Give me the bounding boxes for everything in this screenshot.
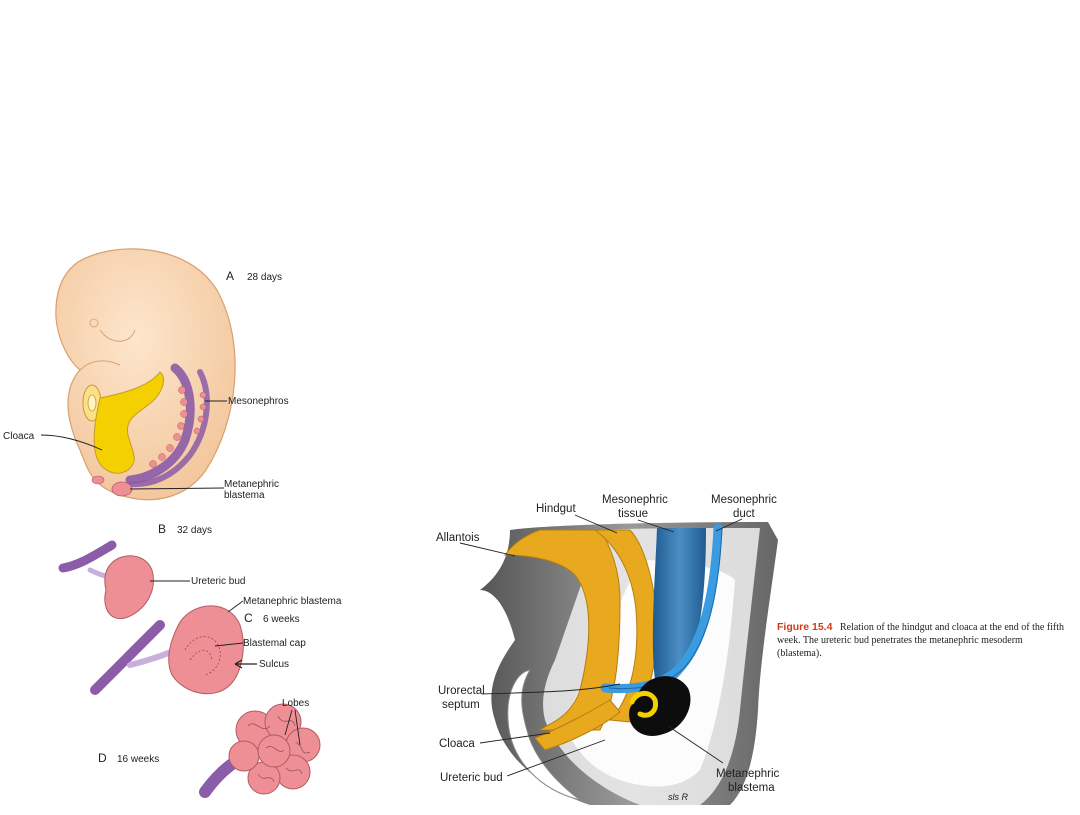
embryo-illustration: [55, 248, 236, 501]
figure-label: Figure 15.4: [777, 621, 833, 633]
label-allantois: Allantois: [436, 532, 480, 544]
label-urorectal-septum-line1: Urorectal: [438, 685, 485, 697]
stage-d-age: 16 weeks: [117, 754, 159, 765]
label-lobes: Lobes: [282, 698, 309, 709]
sulcus-arrow-icon: [234, 659, 257, 669]
caption-text: Relation of the hindgut and cloaca at th…: [777, 622, 1065, 659]
artist-signature: sls R: [668, 792, 689, 802]
mesonephros: [125, 363, 210, 488]
label-mesonephric-duct-line2: duct: [733, 508, 756, 520]
label-mesonephric-duct-line1: Mesonephric: [711, 494, 777, 506]
label-blastemal-cap: Blastemal cap: [243, 638, 306, 649]
label-mesonephric-tissue-line2: tissue: [618, 508, 648, 520]
stage-d-kidney: [199, 703, 321, 798]
label-sulcus: Sulcus: [259, 659, 289, 670]
label-ureteric-bud-b: Ureteric bud: [191, 576, 245, 587]
label-metanephric-blastema-right-line2: blastema: [728, 782, 775, 794]
stage-a-age: 28 days: [247, 272, 282, 283]
stage-b-age: 32 days: [177, 525, 212, 536]
label-mesonephros: Mesonephros: [228, 396, 289, 407]
label-mesonephric-tissue-line1: Mesonephric: [602, 494, 668, 506]
stage-c-letter: C: [244, 611, 253, 625]
stage-c-age: 6 weeks: [263, 614, 300, 625]
figure-caption: Figure 15.4 Relation of the hindgut and …: [777, 621, 1067, 660]
cloaca-region: [93, 371, 164, 474]
label-cloaca-right: Cloaca: [439, 738, 475, 750]
stage-b-letter: B: [158, 522, 166, 536]
label-metanephric-blastema-c: Metanephric blastema: [243, 596, 342, 607]
label-ureteric-bud-right: Ureteric bud: [440, 772, 503, 784]
stage-c-kidney: [90, 605, 244, 695]
label-metanephric-blastema-right-line1: Metanephric: [716, 768, 780, 780]
ureteric-bud: [629, 691, 659, 718]
label-cloaca-a: Cloaca: [3, 431, 35, 442]
stage-b-kidney: [58, 540, 154, 620]
metanephric-blastema-a: [111, 481, 133, 497]
label-metanephric-blastema-a-line2: blastema: [224, 490, 265, 501]
label-hindgut: Hindgut: [536, 503, 576, 515]
label-metanephric-blastema-a-line1: Metanephric: [224, 479, 279, 490]
allantois-stalk: [82, 384, 102, 422]
cloaca-cross-section: sls R: [480, 522, 778, 805]
stage-a-letter: A: [226, 269, 234, 283]
stage-d-letter: D: [98, 751, 107, 765]
label-urorectal-septum-line2: septum: [442, 699, 480, 711]
